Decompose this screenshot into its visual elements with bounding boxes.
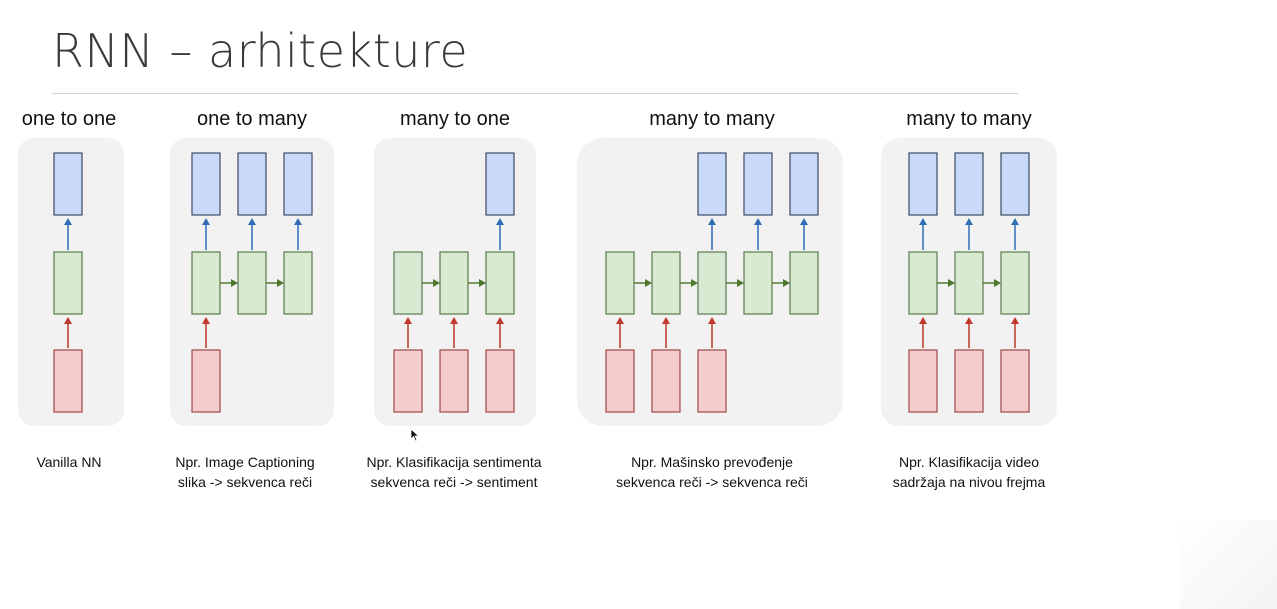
panel-heading-one-to-one: one to one [22, 108, 117, 130]
many-to-many-seq-input-arrow-3-head [708, 317, 716, 324]
one-to-many-output-arrow-3-head [294, 218, 302, 225]
caption-many-to-one-line1: Npr. Klasifikacija sentimenta [366, 454, 542, 470]
caption-many-to-many-sync-line2: sadržaja na nivou frejma [892, 474, 1046, 490]
many-to-one-hidden-cell-2 [439, 251, 469, 315]
panel-heading-many-to-one: many to one [400, 108, 510, 130]
many-to-many-seq-output-cell-4 [743, 152, 773, 216]
many-to-many-seq-hidden-cell-4 [743, 251, 773, 315]
many-to-many-seq-input-cell-2 [651, 349, 681, 413]
many-to-one-hidden-cell-1 [393, 251, 423, 315]
many-to-many-sync-input-cell-1 [908, 349, 938, 413]
many-to-one-input-cell-2 [439, 349, 469, 413]
many-to-many-seq-input-cell-1 [605, 349, 635, 413]
one-to-many-input-arrow-1-head [202, 317, 210, 324]
right-margin [1062, 0, 1277, 609]
one-to-many-recurrent-arrow-2-head [277, 279, 284, 287]
many-to-one-input-arrow-2-head [450, 317, 458, 324]
one-to-one-output-cell-1 [53, 152, 83, 216]
many-to-many-seq-recurrent-arrow-3-head [737, 279, 744, 287]
title-divider [52, 93, 1018, 94]
many-to-many-sync-recurrent-arrow-2-head [994, 279, 1001, 287]
many-to-one-hidden-cell-3 [485, 251, 515, 315]
many-to-many-seq-input-arrow-2-head [662, 317, 670, 324]
many-to-many-seq-output-arrow-5-head [800, 218, 808, 225]
many-to-many-sync-input-arrow-2-head [965, 317, 973, 324]
many-to-many-seq-output-arrow-4-head [754, 218, 762, 225]
many-to-many-seq-output-cell-5 [789, 152, 819, 216]
one-to-many-hidden-cell-1 [191, 251, 221, 315]
many-to-many-sync-output-cell-1 [908, 152, 938, 216]
many-to-many-sync-output-arrow-2-head [965, 218, 973, 225]
one-to-many-output-arrow-1-head [202, 218, 210, 225]
panel-heading-one-to-many: one to many [197, 108, 307, 130]
corner-shade [1180, 520, 1277, 609]
many-to-many-sync-hidden-cell-1 [908, 251, 938, 315]
many-to-many-seq-input-cell-3 [697, 349, 727, 413]
many-to-many-seq-hidden-cell-3 [697, 251, 727, 315]
many-to-many-sync-output-arrow-1-head [919, 218, 927, 225]
one-to-many-output-cell-3 [283, 152, 313, 216]
caption-many-to-many-seq: Npr. Mašinsko prevođenje sekvenca reči -… [597, 452, 827, 492]
many-to-many-seq-recurrent-arrow-1-head [645, 279, 652, 287]
many-to-many-sync-input-arrow-1-head [919, 317, 927, 324]
panel-heading-many-to-many-seq: many to many [649, 108, 775, 130]
many-to-many-sync-recurrent-arrow-1-head [948, 279, 955, 287]
caption-one-to-many: Npr. Image Captioning slika -> sekvenca … [150, 452, 340, 492]
many-to-many-sync-input-arrow-3-head [1011, 317, 1019, 324]
many-to-many-seq-hidden-cell-1 [605, 251, 635, 315]
many-to-one-input-arrow-3-head [496, 317, 504, 324]
many-to-one-recurrent-arrow-2-head [479, 279, 486, 287]
one-to-many-input-cell-1 [191, 349, 221, 413]
many-to-many-seq-hidden-cell-5 [789, 251, 819, 315]
many-to-many-sync-input-cell-2 [954, 349, 984, 413]
slide-title: RNN – arhitekture [52, 24, 469, 78]
one-to-one-hidden-cell-1 [53, 251, 83, 315]
caption-many-to-many-sync: Npr. Klasifikacija video sadržaja na niv… [869, 452, 1069, 492]
one-to-many-output-cell-2 [237, 152, 267, 216]
caption-one-to-many-line2: slika -> sekvenca reči [177, 474, 313, 490]
one-to-one-input-cell-1 [53, 349, 83, 413]
caption-one-to-one: Vanilla NN [20, 452, 118, 472]
one-to-many-recurrent-arrow-1-head [231, 279, 238, 287]
panel-heading-many-to-many-sync: many to many [906, 108, 1032, 130]
many-to-many-sync-output-cell-2 [954, 152, 984, 216]
caption-many-to-one: Npr. Klasifikacija sentimenta sekvenca r… [345, 452, 563, 492]
many-to-one-input-cell-1 [393, 349, 423, 413]
many-to-many-seq-output-arrow-3-head [708, 218, 716, 225]
many-to-many-seq-recurrent-arrow-4-head [783, 279, 790, 287]
many-to-many-seq-recurrent-arrow-2-head [691, 279, 698, 287]
one-to-many-output-cell-1 [191, 152, 221, 216]
many-to-one-output-arrow-3-head [496, 218, 504, 225]
many-to-one-input-arrow-1-head [404, 317, 412, 324]
caption-one-to-one-line1: Vanilla NN [36, 454, 102, 470]
many-to-many-sync-output-arrow-3-head [1011, 218, 1019, 225]
many-to-one-output-cell-3 [485, 152, 515, 216]
caption-many-to-one-line2: sekvenca reči -> sentiment [370, 474, 538, 490]
many-to-many-sync-hidden-cell-2 [954, 251, 984, 315]
many-to-many-sync-input-cell-3 [1000, 349, 1030, 413]
one-to-one-input-arrow-1-head [64, 317, 72, 324]
many-to-many-seq-output-cell-3 [697, 152, 727, 216]
caption-many-to-many-seq-line2: sekvenca reči -> sekvenca reči [616, 474, 808, 490]
caption-many-to-many-seq-line1: Npr. Mašinsko prevođenje [631, 454, 793, 470]
caption-one-to-many-line1: Npr. Image Captioning [175, 454, 315, 470]
many-to-many-sync-output-cell-3 [1000, 152, 1030, 216]
mouse-pointer-icon [410, 428, 420, 442]
many-to-many-seq-input-arrow-1-head [616, 317, 624, 324]
rnn-architectures-diagram: one to one one to many many to one many … [18, 108, 1057, 426]
one-to-one-output-arrow-1-head [64, 218, 72, 225]
many-to-one-input-cell-3 [485, 349, 515, 413]
caption-many-to-many-sync-line1: Npr. Klasifikacija video [898, 454, 1040, 470]
one-to-many-hidden-cell-3 [283, 251, 313, 315]
one-to-many-output-arrow-2-head [248, 218, 256, 225]
one-to-many-hidden-cell-2 [237, 251, 267, 315]
many-to-many-sync-hidden-cell-3 [1000, 251, 1030, 315]
many-to-many-seq-hidden-cell-2 [651, 251, 681, 315]
many-to-one-recurrent-arrow-1-head [433, 279, 440, 287]
